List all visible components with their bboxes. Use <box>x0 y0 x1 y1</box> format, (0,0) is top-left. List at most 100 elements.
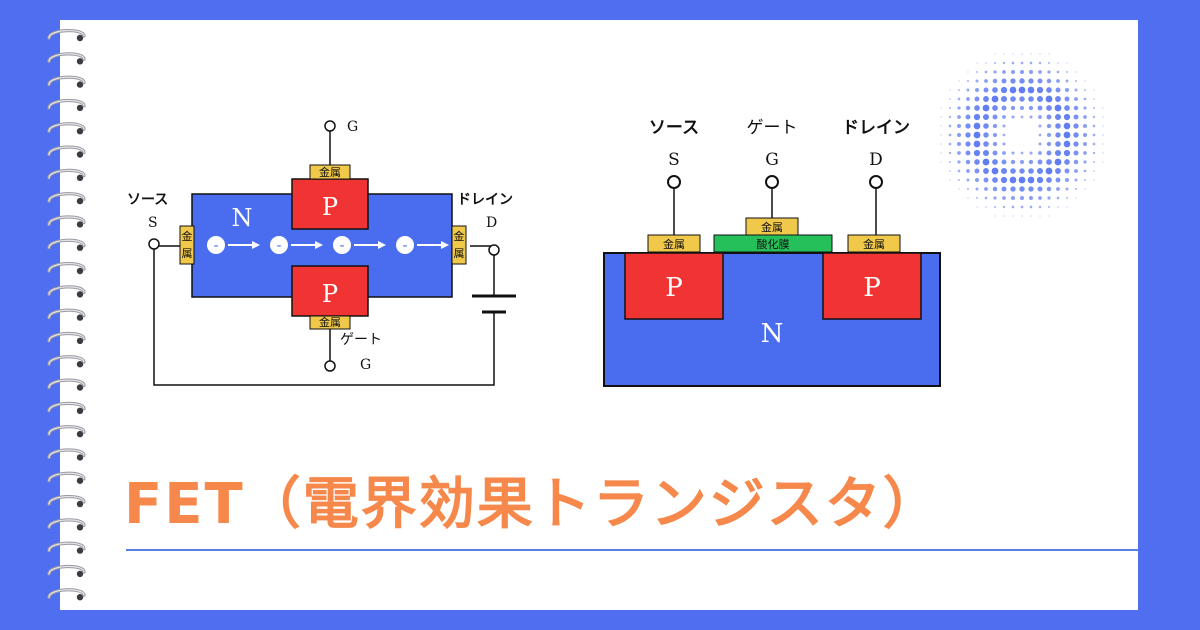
halftone-dot <box>1002 133 1006 137</box>
halftone-dot <box>1055 168 1061 174</box>
halftone-dot <box>1056 187 1060 191</box>
halftone-dot <box>1028 186 1034 192</box>
p-right-label: P <box>863 273 881 303</box>
halftone-dot <box>984 187 988 191</box>
halftone-dot <box>1011 70 1015 74</box>
halftone-dot <box>965 123 971 129</box>
halftone-dot <box>1073 123 1079 129</box>
mosfet-diagram: N P P 金属 金属 酸化膜 金属 S G D ソース ゲート ドレイン <box>603 118 941 387</box>
halftone-dot <box>1064 159 1070 165</box>
halftone-dot <box>1054 158 1062 166</box>
halftone-dot <box>948 124 952 128</box>
halftone-dot <box>984 70 988 74</box>
metal-drain-char-1: 金 <box>454 229 465 243</box>
halftone-dot <box>1092 124 1096 128</box>
halftone-dot <box>985 206 987 208</box>
halftone-dot <box>1092 133 1096 137</box>
electron <box>333 236 351 254</box>
gate-bottom-name: ゲート <box>340 332 382 348</box>
halftone-dot <box>1074 178 1078 182</box>
halftone-dot <box>1063 140 1071 148</box>
halftone-dot <box>1055 87 1061 93</box>
halftone-dot <box>1083 142 1087 146</box>
halftone-dot <box>994 62 996 64</box>
halftone-dot <box>1046 186 1052 192</box>
halftone-dot <box>983 141 989 147</box>
halftone-dot <box>1002 205 1006 209</box>
halftone-dot <box>957 115 961 119</box>
halftone-dot <box>1001 159 1007 165</box>
source-name: ソース <box>127 192 168 208</box>
halftone-dot <box>982 158 990 166</box>
halftone-dot <box>1092 151 1096 155</box>
halftone-dot <box>1054 149 1062 157</box>
halftone-dot <box>1057 206 1059 208</box>
halftone-dot <box>1066 197 1068 199</box>
halftone-dot <box>975 79 979 83</box>
halftone-dot <box>1056 70 1060 74</box>
halftone-dot <box>966 178 970 182</box>
halftone-dot <box>1038 61 1042 65</box>
metal-top-label: 金属 <box>319 165 341 179</box>
halftone-dot <box>1102 107 1104 109</box>
halftone-dot <box>975 187 979 191</box>
halftone-dot <box>994 206 996 208</box>
halftone-dot <box>992 78 998 84</box>
metal-drain <box>451 225 467 265</box>
halftone-dot <box>1063 113 1071 121</box>
electron-sign: - <box>339 238 344 254</box>
halftone-dot <box>967 197 969 199</box>
halftone-dot <box>1020 61 1024 65</box>
halftone-dot <box>966 187 970 191</box>
p-bottom-label: P <box>322 280 338 308</box>
halftone-dot <box>1056 79 1060 83</box>
halftone-dot <box>1038 115 1042 119</box>
halftone-dot <box>1001 78 1007 84</box>
halftone-dot <box>1010 96 1016 102</box>
halftone-dot <box>1027 86 1035 94</box>
halftone-dot <box>1073 114 1079 120</box>
halftone-dot <box>1037 159 1043 165</box>
halftone-dot <box>1102 116 1104 118</box>
drain-letter: D <box>486 215 497 231</box>
halftone-dot <box>1009 86 1017 94</box>
halftone-dot <box>1038 133 1042 137</box>
halftone-dot <box>966 88 970 92</box>
halftone-dot <box>948 151 952 155</box>
halftone-dot <box>1002 124 1006 128</box>
halftone-dot <box>1000 176 1008 184</box>
halftone-dot <box>1019 168 1025 174</box>
halftone-dot <box>1048 53 1050 55</box>
halftone-dot <box>957 124 961 128</box>
halftone-dot <box>982 113 990 121</box>
halftone-dot <box>973 140 981 148</box>
halftone-dot <box>1083 124 1087 128</box>
halftone-dot <box>1046 78 1052 84</box>
source-terminal <box>667 175 681 189</box>
halftone-dot <box>1063 122 1071 130</box>
halftone-dot <box>1066 206 1068 208</box>
metal-drain <box>847 234 901 253</box>
halftone-dot <box>1028 105 1034 111</box>
halftone-dot <box>1055 141 1061 147</box>
gate-bottom-terminal <box>324 360 336 372</box>
halftone-dot <box>1018 176 1026 184</box>
halftone-dot <box>1019 78 1025 84</box>
halftone-dot <box>974 159 980 165</box>
halftone-dot <box>1000 95 1008 103</box>
halftone-dot <box>1011 115 1015 119</box>
circuit-wire <box>153 246 495 386</box>
halftone-dot <box>974 168 980 174</box>
halftone-dot <box>984 196 988 200</box>
halftone-dot <box>958 89 960 91</box>
halftone-dot <box>948 142 952 146</box>
halftone-dot <box>1093 107 1095 109</box>
halftone-dot <box>1074 187 1078 191</box>
halftone-dot <box>1083 169 1087 173</box>
p-region-top <box>291 178 369 230</box>
halftone-dot <box>1046 123 1052 129</box>
halftone-dot <box>1001 105 1007 111</box>
halftone-dot <box>976 206 978 208</box>
halftone-dot <box>992 114 998 120</box>
drain-terminal <box>488 244 500 256</box>
